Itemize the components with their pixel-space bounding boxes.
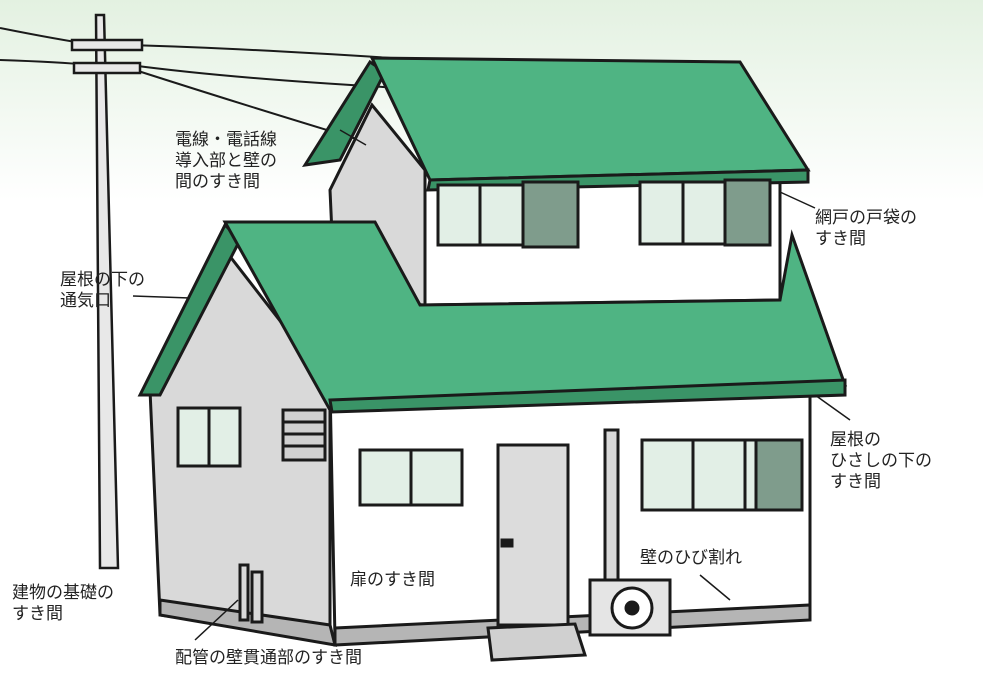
- label-pipe-gap: 配管の壁貫通部のすき間: [175, 648, 362, 668]
- ac-outdoor-unit: [588, 578, 672, 637]
- label-roof-vent: 屋根の下の 通気口: [60, 270, 145, 311]
- leader-lines: [132, 129, 851, 641]
- label-door-gap: 扉のすき間: [350, 570, 435, 590]
- front-door: [486, 443, 588, 662]
- label-screen-pocket-gap: 網戸の戸袋の すき間: [815, 208, 917, 249]
- lower-windows: [176, 406, 804, 512]
- upper-windows: [436, 178, 772, 249]
- main-roof: [137, 220, 848, 414]
- label-foundation-gap: 建物の基礎の すき間: [12, 583, 114, 624]
- label-eave-gap: 屋根の ひさしの下の すき間: [830, 430, 932, 492]
- utility-pole: [70, 13, 144, 570]
- label-wall-crack: 壁のひび割れ: [640, 548, 742, 568]
- wall-louver-vent: [281, 408, 327, 462]
- label-wire-gap: 電線・電話線 導入部と壁の 間のすき間: [175, 130, 277, 192]
